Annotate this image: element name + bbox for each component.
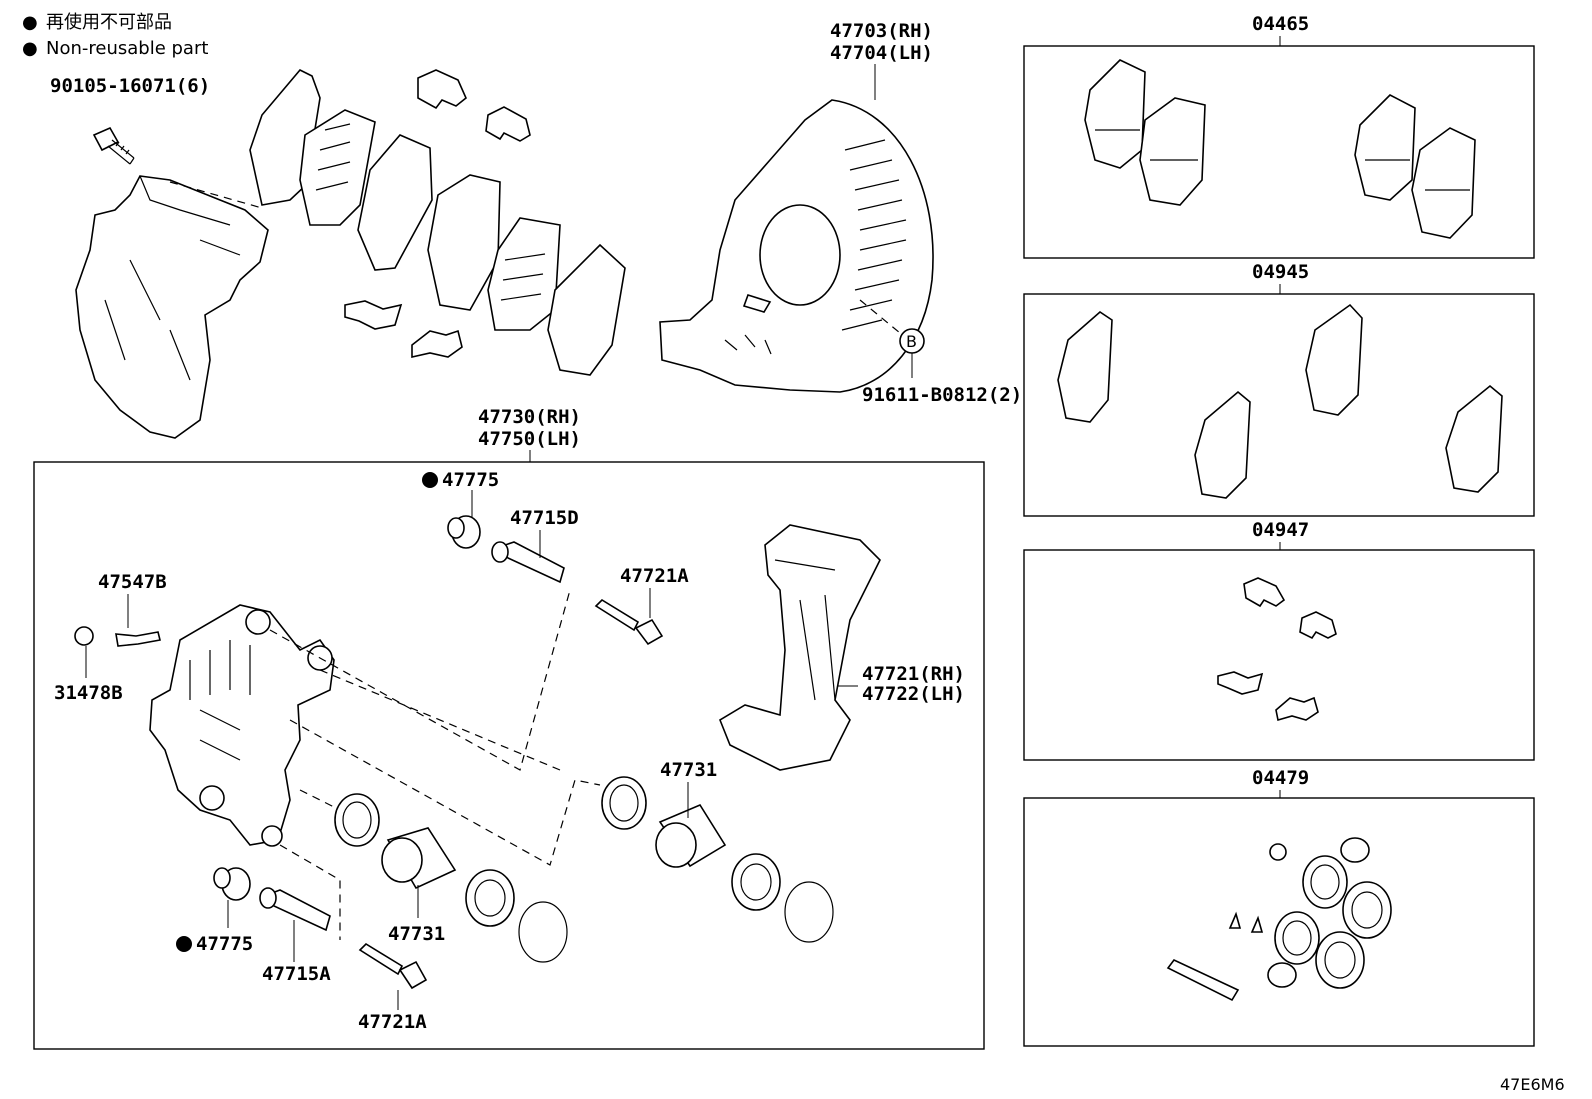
legend-bullet-en: ● (22, 38, 38, 59)
label-47750-lh: 47750(LH) (478, 428, 581, 450)
label-04945: 04945 (1252, 261, 1309, 283)
legend: ● 再使用不可部品 ● Non-reusable part (22, 12, 208, 59)
kit-04479-seals-drawing (1166, 837, 1392, 1002)
kit-04947-clips-drawing (1217, 577, 1337, 722)
label-04465: 04465 (1252, 13, 1309, 35)
label-47721-rh: 47721(RH) (862, 663, 965, 685)
callout-b-letter: B (906, 332, 917, 351)
label-47731-right: 47731 (660, 759, 717, 781)
diagram-code: 47E6M6 (1500, 1075, 1565, 1094)
pad-set-exploded-drawing (249, 69, 626, 376)
label-47722-lh: 47722(LH) (862, 683, 965, 705)
caliper-assembly-box (33, 461, 985, 1050)
label-04947: 04947 (1252, 519, 1309, 541)
caliper-mounting-drawing (719, 524, 881, 771)
legend-text-jp: 再使用不可部品 (46, 12, 172, 33)
kit-04465-pads-drawing (1084, 59, 1476, 239)
bleeder-screw-drawing (74, 626, 161, 647)
non-reusable-mark-lower (176, 936, 192, 952)
label-47715a: 47715A (262, 963, 331, 985)
kit-box-04945 (1023, 293, 1535, 517)
label-47703-rh: 47703(RH) (830, 20, 933, 42)
label-47730-rh: 47730(RH) (478, 406, 581, 428)
callout-b: B (859, 299, 925, 378)
pin-upper-drawing (491, 541, 565, 584)
label-90105-16071: 90105-16071(6) (50, 75, 210, 97)
label-47721a-lower: 47721A (358, 1011, 427, 1033)
label-04479: 04479 (1252, 767, 1309, 789)
legend-bullet-jp: ● (22, 12, 38, 33)
label-47775-lower: 47775 (196, 933, 253, 955)
kit-box-04465 (1023, 45, 1535, 259)
label-91611-b0812: 91611-B0812(2) (862, 384, 1022, 406)
non-reusable-mark-upper (422, 472, 438, 488)
caliper-housing-drawing (149, 604, 335, 847)
label-31478b: 31478B (54, 682, 123, 704)
legend-text-en: Non-reusable part (46, 38, 208, 59)
bolt-90105-drawing (92, 126, 135, 165)
label-47731-left: 47731 (388, 923, 445, 945)
label-47721a-upper: 47721A (620, 565, 689, 587)
dust-cover-drawing (659, 99, 934, 393)
boot-lower-drawing (213, 867, 251, 901)
label-47775-upper: 47775 (442, 469, 499, 491)
kit-box-04947 (1023, 549, 1535, 761)
caliper-body-outline-drawing (75, 175, 269, 439)
bolt-upper-drawing (594, 598, 664, 646)
piston-right-set-drawing (601, 776, 834, 943)
label-47704-lh: 47704(LH) (830, 42, 933, 64)
kit-box-04479 (1023, 797, 1535, 1047)
label-47547b: 47547B (98, 571, 167, 593)
pin-lower-drawing (259, 887, 331, 932)
piston-left-set-drawing (334, 793, 568, 963)
bolt-lower-drawing (358, 942, 428, 990)
label-47715d: 47715D (510, 507, 579, 529)
kit-04945-shims-drawing (1057, 303, 1503, 499)
boot-upper-drawing (447, 515, 481, 549)
